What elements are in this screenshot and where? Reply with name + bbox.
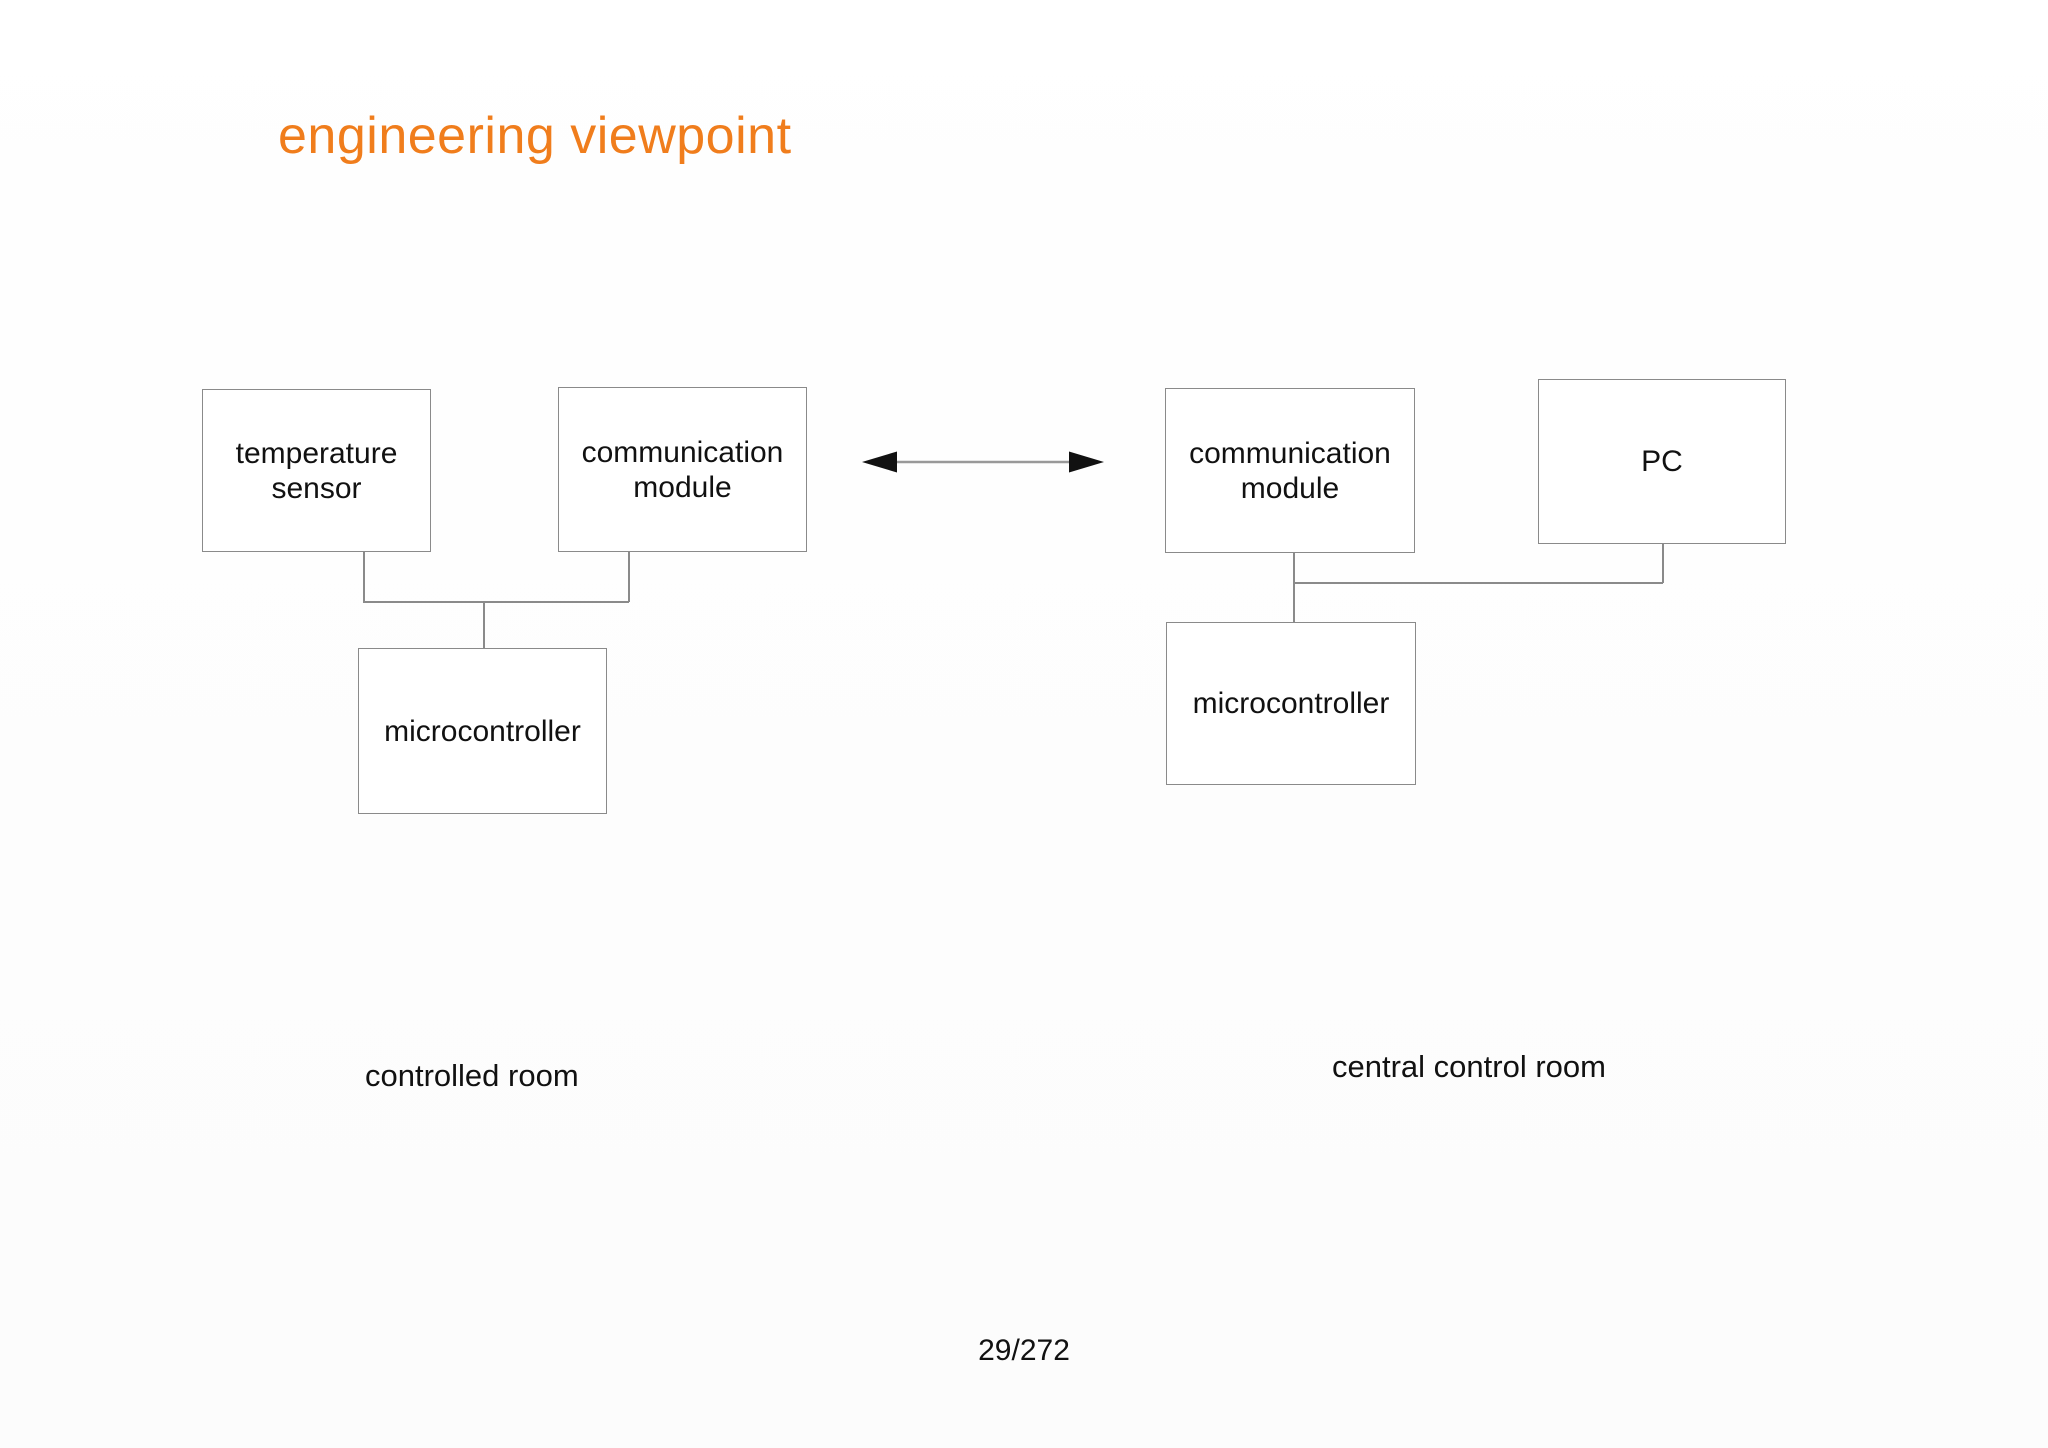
page-indicator: 29/272 xyxy=(978,1334,1070,1367)
microcontroller-right-label: microcontroller xyxy=(1192,687,1390,720)
connector-temp-sensor-down xyxy=(363,552,365,602)
microcontroller-left-label: microcontroller xyxy=(384,714,581,748)
central-control-room-label: central control room xyxy=(1332,1049,1606,1084)
box-temperature-sensor: temperature sensor xyxy=(202,389,431,552)
arrow-head-right-icon xyxy=(1069,451,1104,473)
connector-comm-left-down xyxy=(628,552,630,602)
box-microcontroller-right: microcontroller xyxy=(1166,622,1416,785)
pc-label: PC xyxy=(1641,445,1683,478)
temperature-sensor-label: temperature sensor xyxy=(235,436,398,505)
controlled-room-label: controlled room xyxy=(365,1058,579,1093)
box-pc: PC xyxy=(1538,379,1786,544)
connector-right-bus xyxy=(1293,582,1663,584)
communication-module-left-label: communication module xyxy=(581,435,784,504)
box-communication-module-left: communication module xyxy=(558,387,807,552)
arrow-head-left-icon xyxy=(862,451,897,473)
connector-pc-down xyxy=(1662,544,1664,583)
connector-left-bus xyxy=(363,601,629,603)
box-microcontroller-left: microcontroller xyxy=(358,648,607,814)
slide-title: engineering viewpoint xyxy=(278,107,792,165)
bidirectional-arrow xyxy=(862,451,1104,473)
connector-comm-right-to-microcontroller xyxy=(1293,553,1295,623)
connector-left-bus-to-microcontroller xyxy=(483,601,485,649)
communication-module-right-label: communication module xyxy=(1189,436,1391,505)
box-communication-module-right: communication module xyxy=(1165,388,1415,553)
